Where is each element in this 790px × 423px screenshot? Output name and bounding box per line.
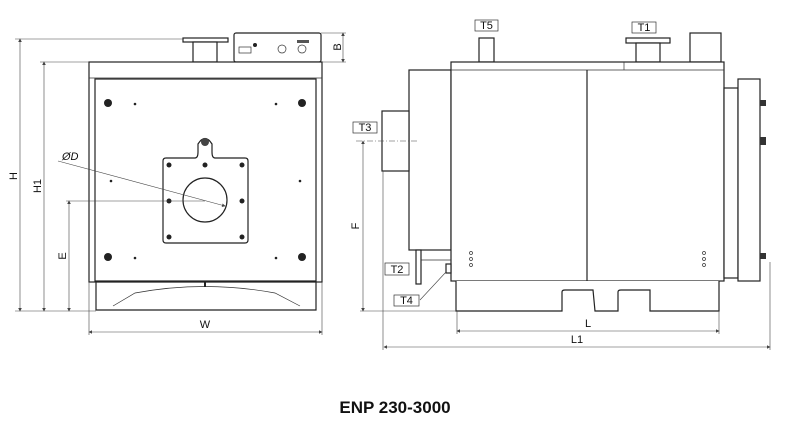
base-frame xyxy=(95,281,317,311)
dim-label-l: L xyxy=(585,318,591,330)
svg-text:T4: T4 xyxy=(400,295,413,307)
control-knob xyxy=(277,44,287,54)
svg-text:T2: T2 xyxy=(391,264,404,276)
t5-pipe xyxy=(478,37,495,63)
svg-text:T5: T5 xyxy=(480,20,493,32)
svg-text:T1: T1 xyxy=(638,22,651,34)
dim-label-w: W xyxy=(200,319,211,331)
dim-label-h1: H1 xyxy=(32,179,44,193)
side-base xyxy=(455,281,720,312)
tag-t4: T4 xyxy=(393,294,420,307)
dim-label-h: H xyxy=(8,172,20,180)
burner-opening xyxy=(182,177,228,223)
tag-t2: T2 xyxy=(384,262,410,276)
side-view: T5 T1 T3 T2 T4 F L L1 xyxy=(350,19,771,350)
sight-glass xyxy=(201,138,209,146)
front-view: H H1 E W B ØD xyxy=(8,32,346,335)
indicator-light xyxy=(253,43,257,47)
dim-label-f: F xyxy=(350,222,362,229)
tag-t1: T1 xyxy=(631,21,657,34)
dim-label-b: B xyxy=(332,43,344,50)
dim-label-l1: L1 xyxy=(571,334,583,346)
dim-label-d: ØD xyxy=(61,151,79,163)
chimney-pipe xyxy=(192,41,218,63)
dim-label-e: E xyxy=(57,252,69,259)
t4-pipe xyxy=(445,263,452,274)
model-title: ENP 230-3000 xyxy=(339,398,451,417)
front-door xyxy=(737,78,761,282)
t2-pipe xyxy=(415,249,422,285)
display-slot xyxy=(297,40,309,43)
control-box-side xyxy=(689,32,722,63)
door-hinge xyxy=(723,87,739,279)
panel-bolts xyxy=(104,99,306,261)
svg-text:T3: T3 xyxy=(359,122,372,134)
tag-t5: T5 xyxy=(474,19,499,32)
control-box xyxy=(233,32,322,63)
tag-t3: T3 xyxy=(352,121,378,134)
flue-box xyxy=(408,69,452,251)
control-switch xyxy=(238,46,252,54)
t1-pipe xyxy=(635,42,661,63)
control-knob xyxy=(297,44,307,54)
